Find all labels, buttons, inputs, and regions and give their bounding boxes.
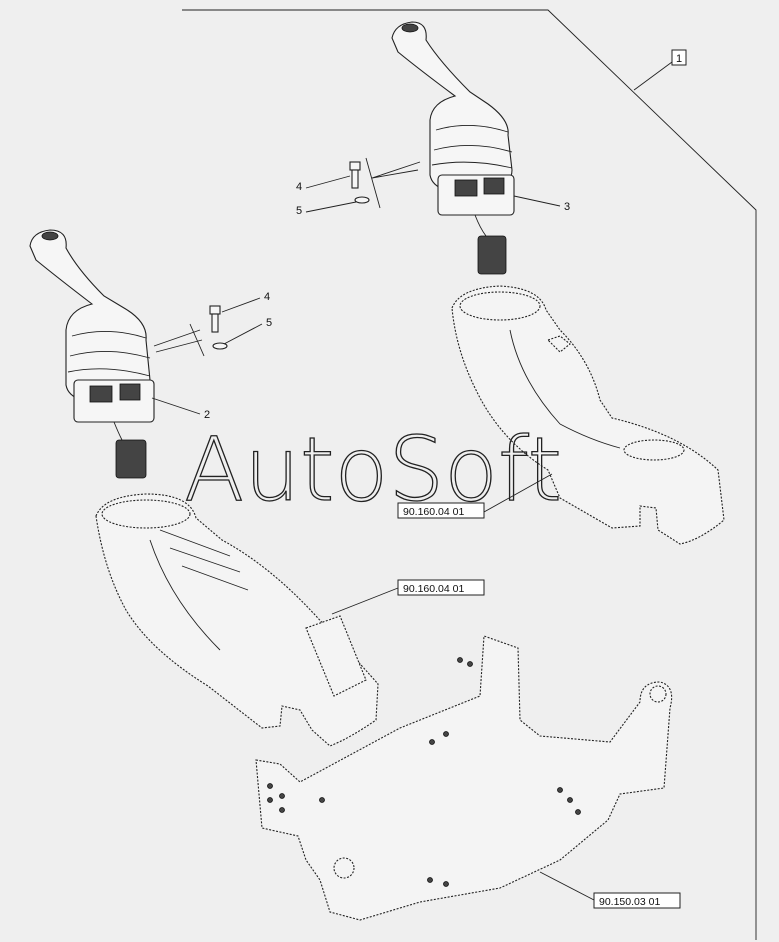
callout-1: 1 — [676, 53, 682, 65]
leader-joystick-3 — [513, 195, 561, 207]
leader-assembly-1 — [633, 61, 673, 91]
bolt-lower — [153, 305, 228, 357]
ref-left-console: 90.160.04 01 — [403, 583, 464, 595]
ref-box-right-console — [397, 502, 485, 519]
leader-bolt-lower — [221, 297, 261, 313]
ref-box-left-console — [397, 579, 485, 596]
callout-2: 2 — [204, 409, 210, 421]
right-console — [451, 285, 725, 545]
callout-box-1 — [671, 49, 687, 66]
callout-4-lower: 4 — [264, 291, 270, 303]
bolt-upper — [349, 157, 421, 209]
ref-mounting-plate: 90.150.03 01 — [599, 896, 660, 908]
callout-5-lower: 5 — [266, 317, 272, 329]
leader-joystick-2 — [151, 397, 201, 415]
callout-3: 3 — [564, 201, 570, 213]
leader-washer-upper — [305, 201, 357, 213]
left-joystick — [29, 229, 155, 479]
leader-ref-plate — [539, 871, 595, 901]
ref-box-plate — [593, 892, 681, 909]
callout-5-upper: 5 — [296, 205, 302, 217]
callout-4-upper: 4 — [296, 181, 302, 193]
ref-right-console: 90.160.04 01 — [403, 506, 464, 518]
leader-washer-lower — [223, 323, 263, 345]
leader-ref-right-console — [483, 473, 553, 513]
plate-holes — [267, 657, 581, 887]
right-joystick — [391, 21, 515, 275]
mounting-plate — [255, 635, 673, 921]
assembly-bracket — [182, 9, 757, 940]
leader-bolt-upper — [305, 175, 351, 189]
watermark: AutoSoft — [184, 418, 562, 521]
leader-ref-left-console — [331, 587, 399, 615]
left-console — [95, 493, 379, 747]
